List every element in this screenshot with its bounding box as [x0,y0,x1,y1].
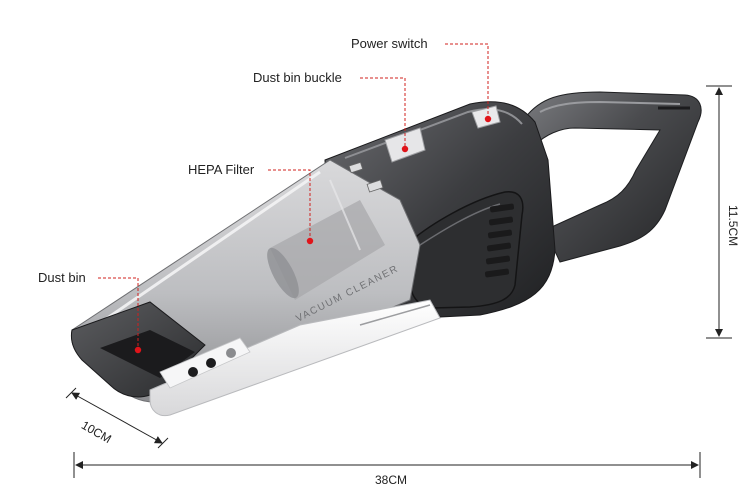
dimension-length [73,452,701,478]
marker-power-switch [484,115,492,123]
leader-dust-bin [98,277,139,349]
label-power-switch: Power switch [351,36,428,51]
marker-dust-bin-buckle [401,145,409,153]
side-vent-panel [409,191,524,309]
callout-markers [134,115,492,354]
dimension-height [706,85,732,339]
vacuum-handle [524,91,702,263]
label-dust-bin-buckle: Dust bin buckle [253,70,342,85]
dimension-length-label: 38CM [375,473,408,487]
indicator-lights [188,348,236,377]
dimension-depth [65,387,169,449]
dimension-height-label: 11.5CM [726,205,740,247]
marker-dust-bin [134,346,142,354]
leader-power-switch [445,43,489,118]
leader-hepa-filter [268,169,311,240]
callout-leader-lines [98,43,489,349]
label-dust-bin: Dust bin [38,270,86,285]
label-hepa-filter: HEPA Filter [188,162,255,177]
marker-hepa-filter [306,237,314,245]
leader-dust-bin-buckle [360,77,406,148]
